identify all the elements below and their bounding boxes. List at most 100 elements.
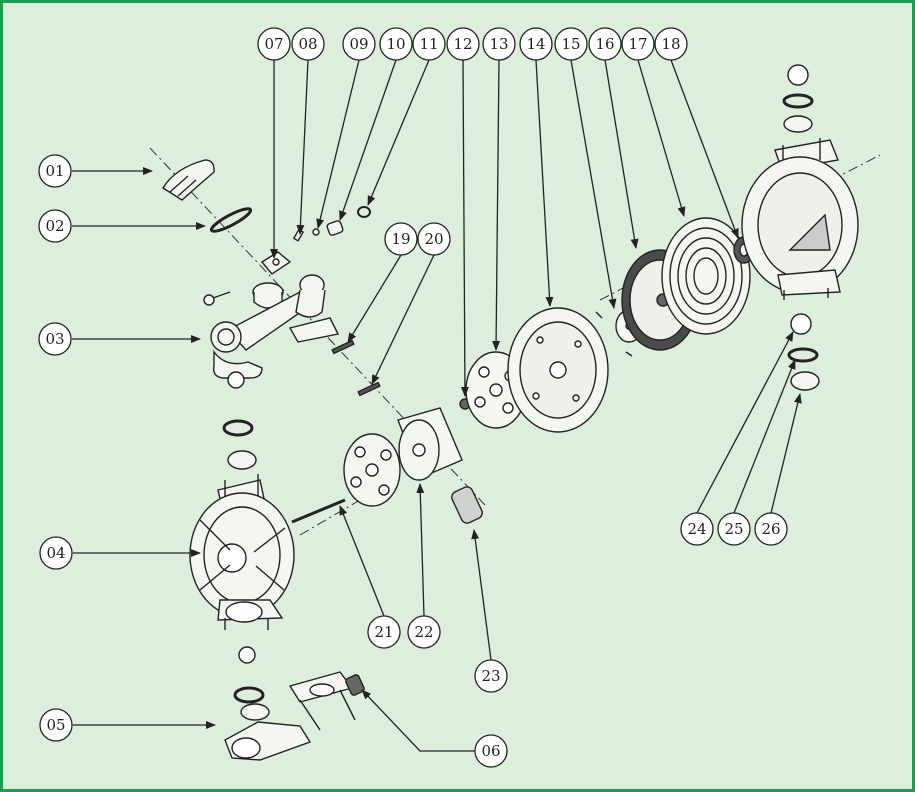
part-26-seat — [790, 371, 820, 391]
callout-07: 07 — [257, 27, 291, 61]
callout-22-circle — [407, 615, 441, 649]
part-03-manifold — [203, 274, 340, 389]
callout-24-text: 24 — [687, 520, 706, 538]
callout-09-text: 09 — [349, 35, 368, 53]
callout-18: 18 — [654, 27, 688, 61]
callout-17-circle — [621, 27, 655, 61]
callout-10: 10 — [379, 27, 413, 61]
callout-15-text: 15 — [561, 35, 580, 53]
callout-21-text: 21 — [374, 623, 393, 641]
callout-25: 25 — [717, 512, 751, 546]
part-oring-top-right — [782, 93, 814, 109]
callout-22: 22 — [407, 615, 441, 649]
callout-14-text: 14 — [526, 35, 545, 53]
callout-02-circle — [38, 209, 72, 243]
callout-13-text: 13 — [489, 35, 508, 53]
callout-18-text: 18 — [661, 35, 680, 53]
callout-07-circle — [257, 27, 291, 61]
callout-18-circle — [654, 27, 688, 61]
part-09 — [312, 228, 320, 236]
callout-01: 01 — [38, 154, 72, 188]
callout-23: 23 — [474, 659, 508, 693]
part-22-center-block — [397, 407, 463, 481]
callout-labels: 01 02 03 04 05 06 07 08 09 10 11 12 13 14 15 16 17 18 19 20… — [38, 27, 788, 768]
callout-26: 26 — [754, 512, 788, 546]
parts — [162, 64, 859, 761]
callout-13: 13 — [482, 27, 516, 61]
callout-04: 04 — [39, 536, 73, 570]
callout-02: 02 — [38, 209, 72, 243]
part-11 — [357, 206, 371, 218]
part-04-left-housing — [189, 474, 295, 630]
callout-09: 09 — [342, 27, 376, 61]
part-02-oring — [209, 207, 253, 233]
callout-26-text: 26 — [761, 520, 780, 538]
callout-05-text: 05 — [46, 716, 65, 734]
part-right-housing — [741, 138, 859, 300]
callout-09-circle — [342, 27, 376, 61]
part-shaft — [291, 498, 346, 524]
callout-16-circle — [588, 27, 622, 61]
callout-16-text: 16 — [595, 35, 614, 53]
callout-03-text: 03 — [45, 330, 64, 348]
callout-20-text: 20 — [424, 230, 443, 248]
callout-13-circle — [482, 27, 516, 61]
part-06 — [345, 674, 365, 696]
callout-24: 24 — [680, 512, 714, 546]
callout-03-circle — [38, 322, 72, 356]
callout-20: 20 — [417, 222, 451, 256]
callout-14-circle — [519, 27, 553, 61]
callout-19: 19 — [384, 222, 418, 256]
part-05-manifold — [224, 646, 356, 761]
callout-17-text: 17 — [628, 35, 647, 53]
part-08 — [292, 228, 305, 242]
callout-06-circle — [474, 734, 508, 768]
callout-16: 16 — [588, 27, 622, 61]
part-24-ball — [790, 313, 812, 335]
callout-20-circle — [417, 222, 451, 256]
part-23-bushing — [451, 486, 483, 524]
part-10 — [326, 220, 344, 236]
callout-05: 05 — [39, 708, 73, 742]
callout-22-text: 22 — [414, 623, 433, 641]
part-ball-top-right — [787, 64, 809, 86]
callout-17: 17 — [621, 27, 655, 61]
callout-23-text: 23 — [481, 667, 500, 685]
callout-02-text: 02 — [45, 217, 64, 235]
callout-12-text: 12 — [453, 35, 472, 53]
callout-08: 08 — [291, 27, 325, 61]
callout-08-text: 08 — [298, 35, 317, 53]
part-14-cover — [507, 307, 609, 433]
callout-12: 12 — [446, 27, 480, 61]
callout-07-text: 07 — [264, 35, 283, 53]
callout-19-circle — [384, 222, 418, 256]
callout-10-text: 10 — [386, 35, 405, 53]
callout-01-circle — [38, 154, 72, 188]
callout-25-circle — [717, 512, 751, 546]
callout-08-circle — [291, 27, 325, 61]
callout-14: 14 — [519, 27, 553, 61]
leader-lines — [72, 59, 802, 752]
part-seat-ring-left — [222, 419, 254, 437]
callout-24-circle — [680, 512, 714, 546]
callout-25-text: 25 — [724, 520, 743, 538]
callout-06-text: 06 — [481, 742, 500, 760]
callout-26-circle — [754, 512, 788, 546]
part-01-cap — [162, 159, 215, 201]
callout-10-circle — [379, 27, 413, 61]
callout-11-text: 11 — [419, 35, 438, 53]
callout-04-text: 04 — [46, 544, 65, 562]
part-25-oring — [787, 347, 819, 363]
part-17-diaphragm — [661, 217, 751, 335]
callout-23-circle — [474, 659, 508, 693]
callout-15-circle — [554, 27, 588, 61]
callout-05-circle — [39, 708, 73, 742]
part-seat-top-right — [783, 115, 813, 133]
callout-21-circle — [367, 615, 401, 649]
callout-04-circle — [39, 536, 73, 570]
callout-03: 03 — [38, 322, 72, 356]
part-seat-left — [227, 450, 257, 470]
callout-19-text: 19 — [391, 230, 410, 248]
